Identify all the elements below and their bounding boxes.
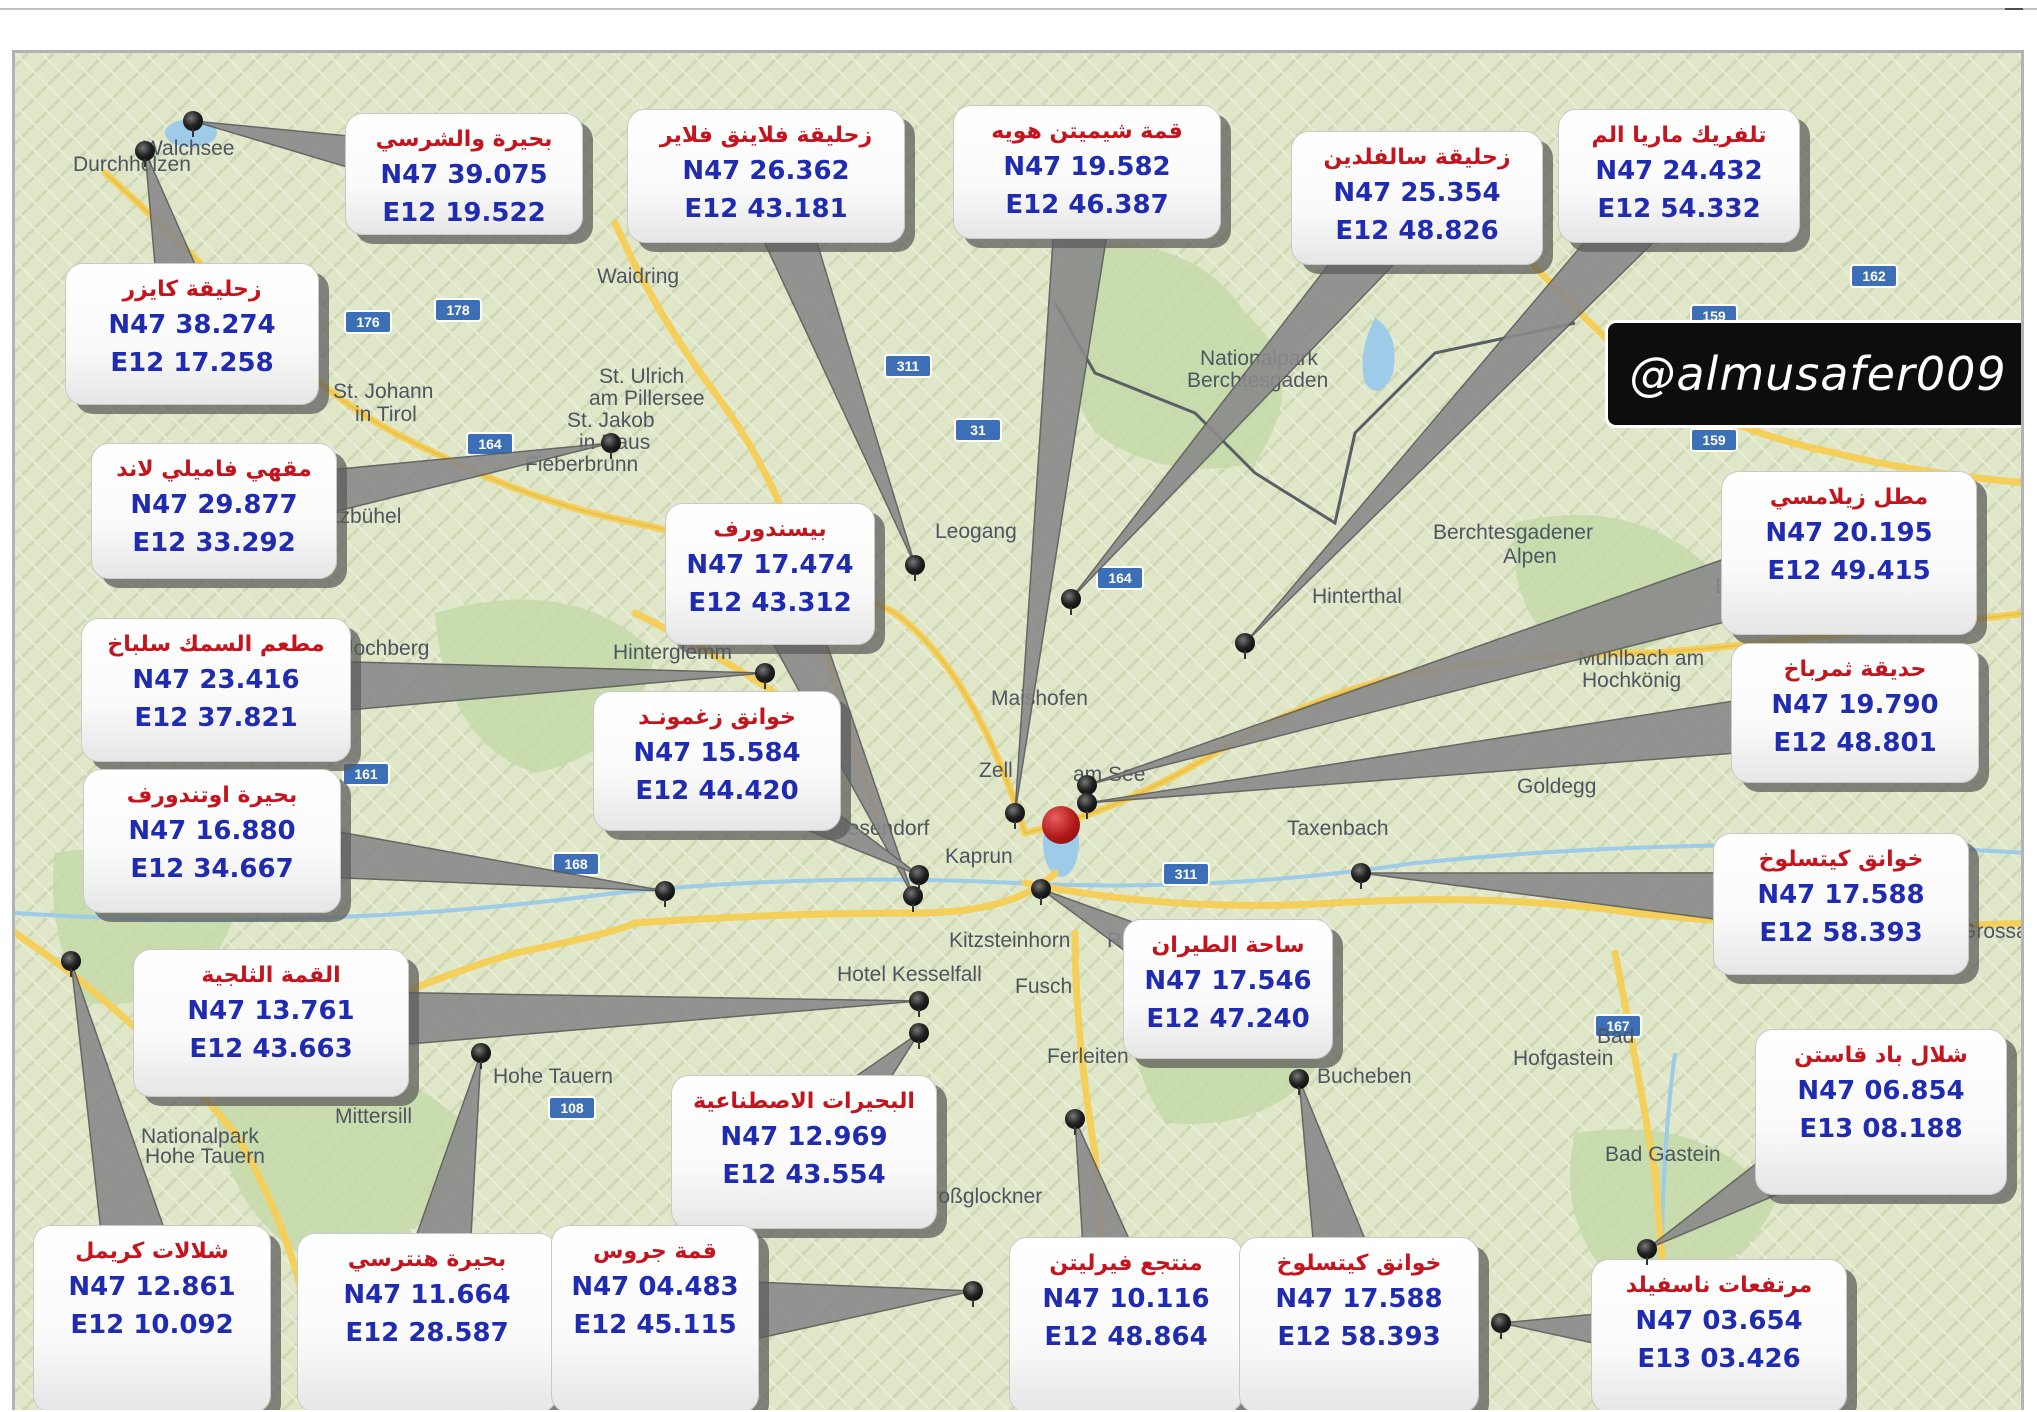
svg-text:164: 164 [478,436,502,452]
place-label: Zell [979,759,1013,782]
road-shield: 159 [1690,428,1738,452]
place-label: Waidring [597,265,679,288]
svg-text:168: 168 [564,856,588,872]
place-label: Alpen [1503,545,1557,568]
place-label: St. Jakob [567,409,655,432]
place-label: Großglockner [915,1185,1042,1208]
place-label: Hochkönig [1582,669,1681,692]
place-label: Ferleiten [1047,1045,1129,1068]
place-label: am Pillersee [589,387,705,410]
place-label: Hinterthal [1312,585,1402,608]
svg-text:311: 311 [897,358,920,374]
map-canvas[interactable]: 176 178 164 311 31 162 159 159 164 161 168 311 167 10… [15,53,2024,1410]
road-shield: 159 [1690,304,1738,328]
place-label: Goldegg [1517,775,1596,798]
svg-text:311: 311 [1175,866,1198,882]
road-shield: 168 [552,852,600,876]
place-label: Hinterglemm [613,641,732,664]
place-label: Hohe Tauern [145,1145,265,1168]
place-label: Fieberbrunn [525,453,638,476]
place-label: Walchsee [143,137,234,160]
place-label: Hofgastein [1513,1047,1613,1070]
center-location-marker[interactable] [1042,806,1080,844]
svg-text:31: 31 [970,422,986,438]
place-label: Mittersill [335,1105,412,1128]
road-shield: 164 [1096,566,1144,590]
road-shield: 311 [884,354,932,378]
place-label: Bucheben [1317,1065,1412,1088]
place-label: Jochberg [343,637,429,660]
place-label: Hotel Kesselfall [837,963,982,986]
road-shield: 178 [434,298,482,322]
road-shield: 162 [1850,264,1898,288]
place-label: Kitzsteinhorn [949,929,1070,952]
road-shield: 167 [1594,1014,1642,1038]
road-shield: 108 [548,1096,596,1120]
author-handle: @almusafer009 [1629,347,2007,401]
road-shield: 31 [954,418,1002,442]
place-label: Maishofen [991,687,1088,710]
place-label: Berchtesgadener [1433,521,1593,544]
place-label: Nationalpark [141,1125,259,1148]
place-label: Grossarl [1960,920,2024,943]
map-frame: 176 178 164 311 31 162 159 159 164 161 168 311 167 10… [12,50,2024,1410]
svg-text:108: 108 [560,1100,584,1116]
place-label: am See [1073,763,1145,786]
top-rule-mark [2005,8,2023,10]
place-label: Durchholzen [73,153,191,176]
place-label: in Haus [579,431,650,454]
place-label: Fusch [1015,975,1072,998]
svg-text:161: 161 [354,766,378,782]
svg-text:167: 167 [1606,1018,1630,1034]
place-label: Hohe Tauern [493,1065,613,1088]
place-label: Kaprun [945,845,1013,868]
road-shield: 176 [344,310,392,334]
place-label: Bad Gastein [1605,1143,1721,1166]
svg-text:178: 178 [446,302,470,318]
author-handle-badge: @almusafer009 [1608,323,2021,425]
national-park-border [1053,302,1576,526]
place-label: Leogang [935,520,1017,543]
svg-text:154: 154 [1756,678,1780,694]
place-label: Taxenbach [1287,817,1389,840]
place-label: Bad [1597,1025,1634,1048]
place-label: Mühlbach am [1578,647,1704,670]
place-label: St. Ulrich [599,365,684,388]
svg-text:176: 176 [356,314,380,330]
road-shield: 311 [1162,862,1210,886]
top-rule [0,8,2037,10]
place-label: St. Johann [333,380,433,403]
svg-text:159: 159 [1702,308,1726,324]
road-shield: 164 [466,432,514,456]
svg-text:159: 159 [1702,432,1726,448]
svg-text:162: 162 [1862,268,1886,284]
place-label: in Tirol [355,403,417,426]
road-shield: 161 [342,762,390,786]
svg-text:164: 164 [1108,570,1132,586]
